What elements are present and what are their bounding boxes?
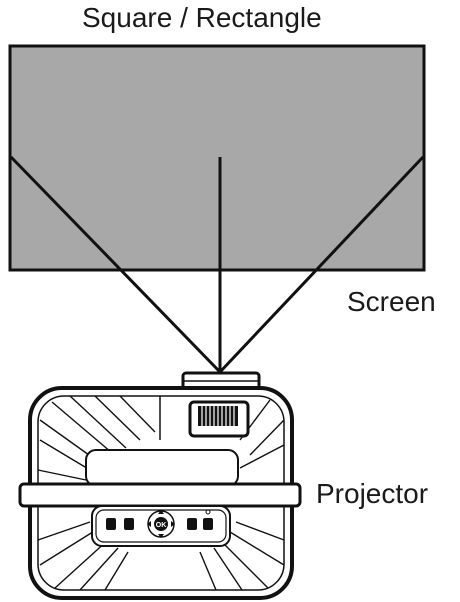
projection-line-left (9, 155, 222, 374)
projector-band (18, 482, 302, 508)
projection-lines (9, 155, 425, 374)
screen-label: Screen (347, 286, 436, 317)
ok-button-label: OK (156, 522, 167, 529)
projector-body (18, 371, 302, 600)
dpad-right-icon (171, 521, 175, 527)
dpad-up-icon (158, 510, 164, 514)
projection-line-right (218, 155, 425, 374)
button-left-2 (124, 518, 134, 530)
dpad-down-icon (158, 534, 164, 538)
ok-button (154, 517, 168, 531)
projector-label: Projector (316, 478, 429, 509)
control-buttons: OK (106, 509, 213, 538)
power-indicator-icon (205, 509, 211, 515)
button-right-1 (187, 518, 197, 530)
screen-surface (8, 44, 426, 272)
center-panel (85, 449, 239, 487)
diagram-title: Square / Rectangle (82, 2, 322, 33)
button-right-2 (203, 518, 213, 530)
button-left-1 (106, 518, 116, 530)
dpad-left-icon (147, 521, 151, 527)
